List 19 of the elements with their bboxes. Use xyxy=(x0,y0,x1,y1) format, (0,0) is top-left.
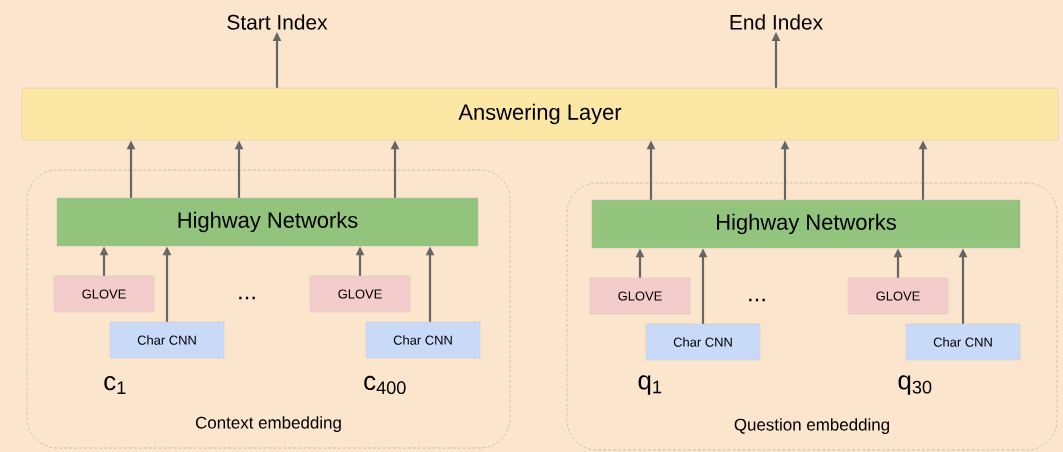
output-label: Start Index xyxy=(227,14,328,30)
highway-networks-box: Highway Networks xyxy=(591,199,1021,249)
glove-box: GLOVE xyxy=(53,275,155,313)
glove-box: GLOVE xyxy=(589,277,691,315)
answering-layer-box: Answering Layer xyxy=(21,87,1059,141)
token-label: q$_{30}$ xyxy=(898,375,932,395)
char-cnn-box: Char CNN xyxy=(365,321,481,359)
token-label: c$_{1}$ xyxy=(104,376,126,394)
char-cnn-box: Char CNN xyxy=(645,323,761,361)
highway-networks-box: Highway Networks xyxy=(56,197,479,247)
token-label: q$_{1}$ xyxy=(638,375,662,395)
token-label: ... xyxy=(749,298,765,302)
char-cnn-box: Char CNN xyxy=(109,321,225,359)
token-label: c$_{400}$ xyxy=(364,375,406,395)
char-cnn-box: Char CNN xyxy=(905,323,1021,361)
glove-box: GLOVE xyxy=(309,275,411,313)
glove-box: GLOVE xyxy=(847,277,949,315)
output-label: End Index xyxy=(730,14,823,30)
token-label: ... xyxy=(239,296,255,300)
